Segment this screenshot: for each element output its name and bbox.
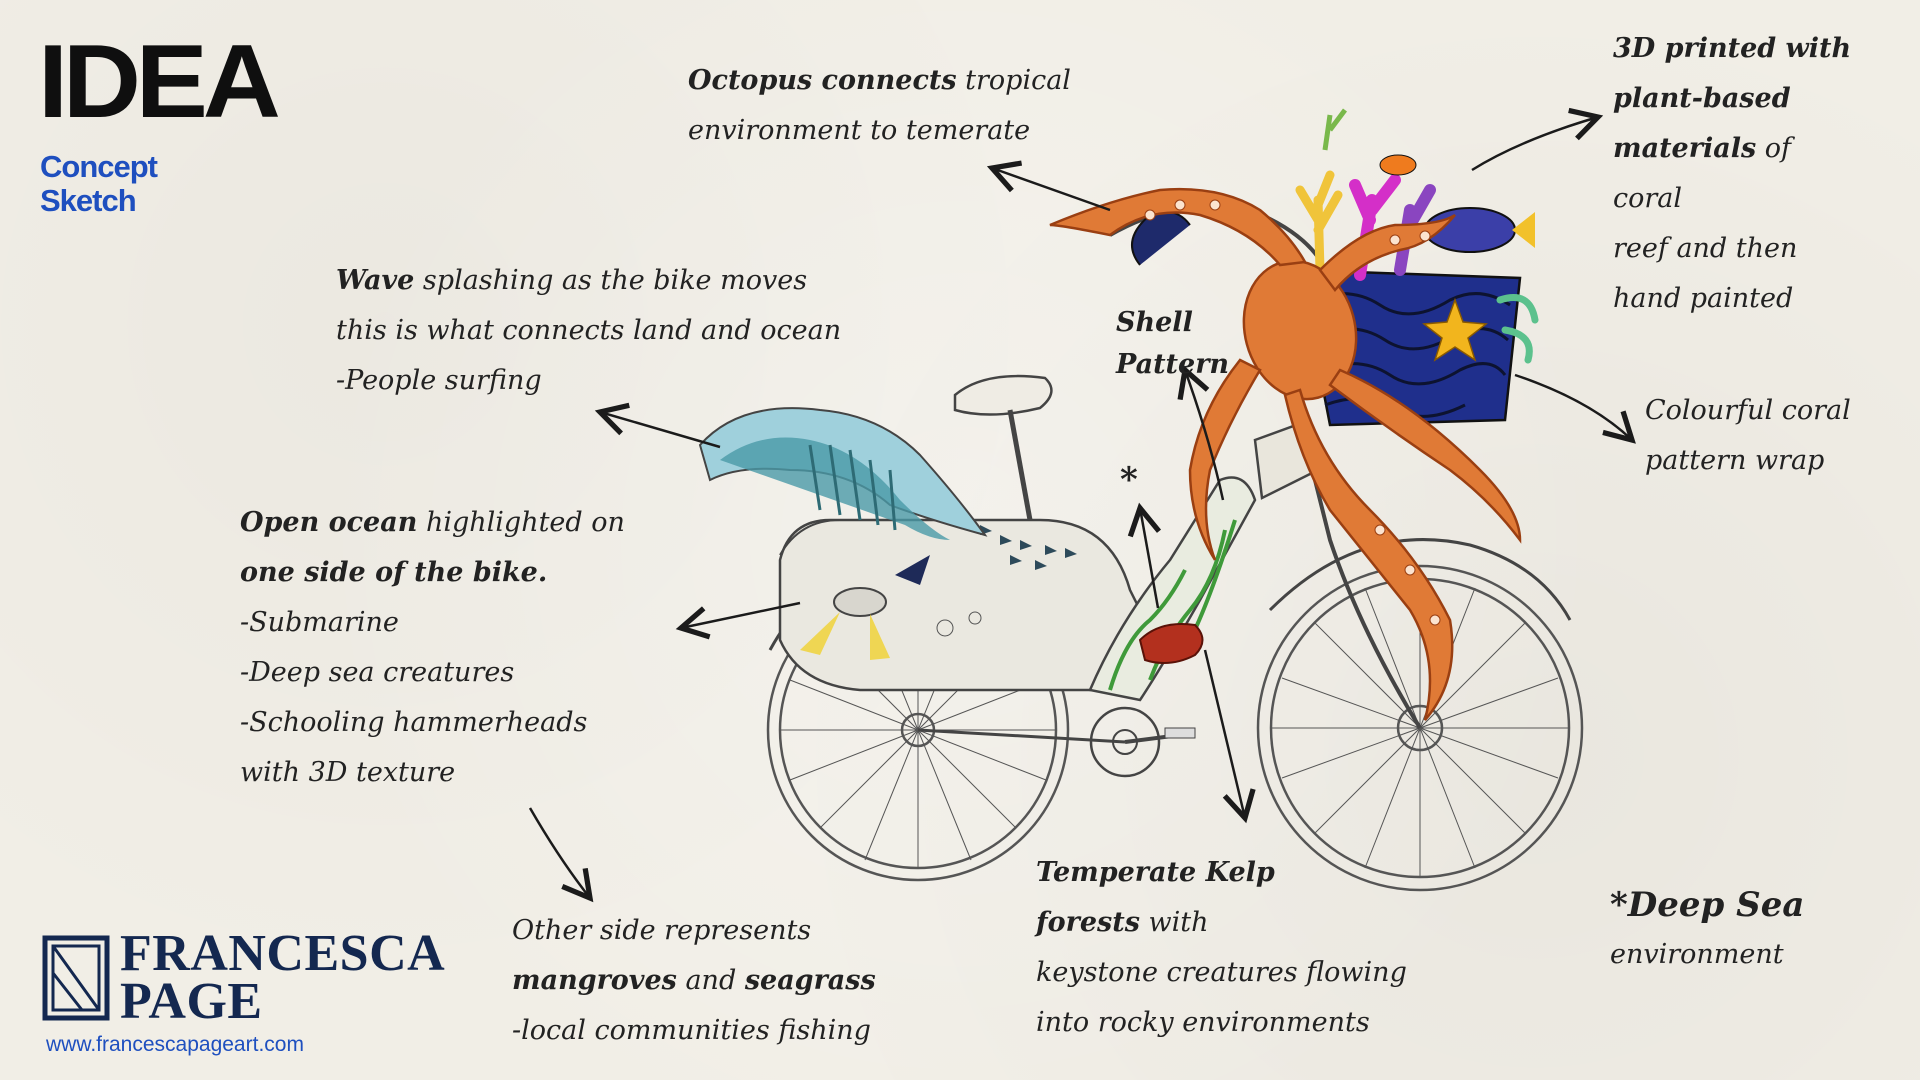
- website-link[interactable]: www.francescapageart.com: [46, 1033, 304, 1056]
- arrow-other-side: [528, 807, 594, 903]
- note-kelp: Temperate Kelp forests with keystone cre…: [1036, 857, 1407, 1038]
- note-open-ocean: Open ocean highlighted on one side of th…: [240, 507, 625, 788]
- arrow-shell: [1177, 364, 1225, 501]
- arrow-wave: [594, 402, 721, 449]
- corals: [1131, 108, 1539, 364]
- wave: [698, 407, 988, 556]
- seat: [953, 374, 1053, 416]
- note-shell-pattern: Shell Pattern: [1116, 307, 1230, 380]
- arrow-asterisk: [1127, 502, 1162, 609]
- annotation-arrows: [528, 107, 1636, 903]
- note-other-side: Other side represents mangroves and seag…: [512, 915, 876, 1046]
- front-fender: [1268, 538, 1572, 621]
- arrow-open-ocean: [675, 601, 801, 640]
- note-coral-wrap: Colourful coral pattern wrap: [1645, 395, 1851, 476]
- arrow-octopus: [986, 160, 1111, 212]
- note-deep-sea: *Deep Sea environment: [1610, 885, 1805, 970]
- note-asterisk: *: [1120, 460, 1138, 500]
- red-creature: [1138, 623, 1204, 665]
- starfish: [1422, 297, 1488, 362]
- chain-ring: [1089, 706, 1161, 778]
- arrow-kelp: [1203, 649, 1256, 824]
- page-subtitle: Concept Sketch: [40, 149, 158, 218]
- ocean-scene: [800, 525, 1077, 660]
- brand-logo: FRANCESCA PAGE: [42, 928, 445, 1028]
- arrow-coral-wrap: [1514, 373, 1636, 444]
- arrow-3d-printed: [1471, 107, 1604, 172]
- note-octopus: Octopus connects tropical environment to…: [688, 65, 1071, 146]
- page-title: IDEA: [38, 24, 281, 140]
- note-3d-printed: 3D printed with plant-based materials of…: [1613, 33, 1852, 314]
- fork: [1298, 419, 1422, 730]
- frame-monogram-icon: [42, 935, 110, 1021]
- note-wave: Wave splashing as the bike moves this is…: [336, 265, 842, 396]
- brand-name: FRANCESCA PAGE: [120, 925, 446, 1030]
